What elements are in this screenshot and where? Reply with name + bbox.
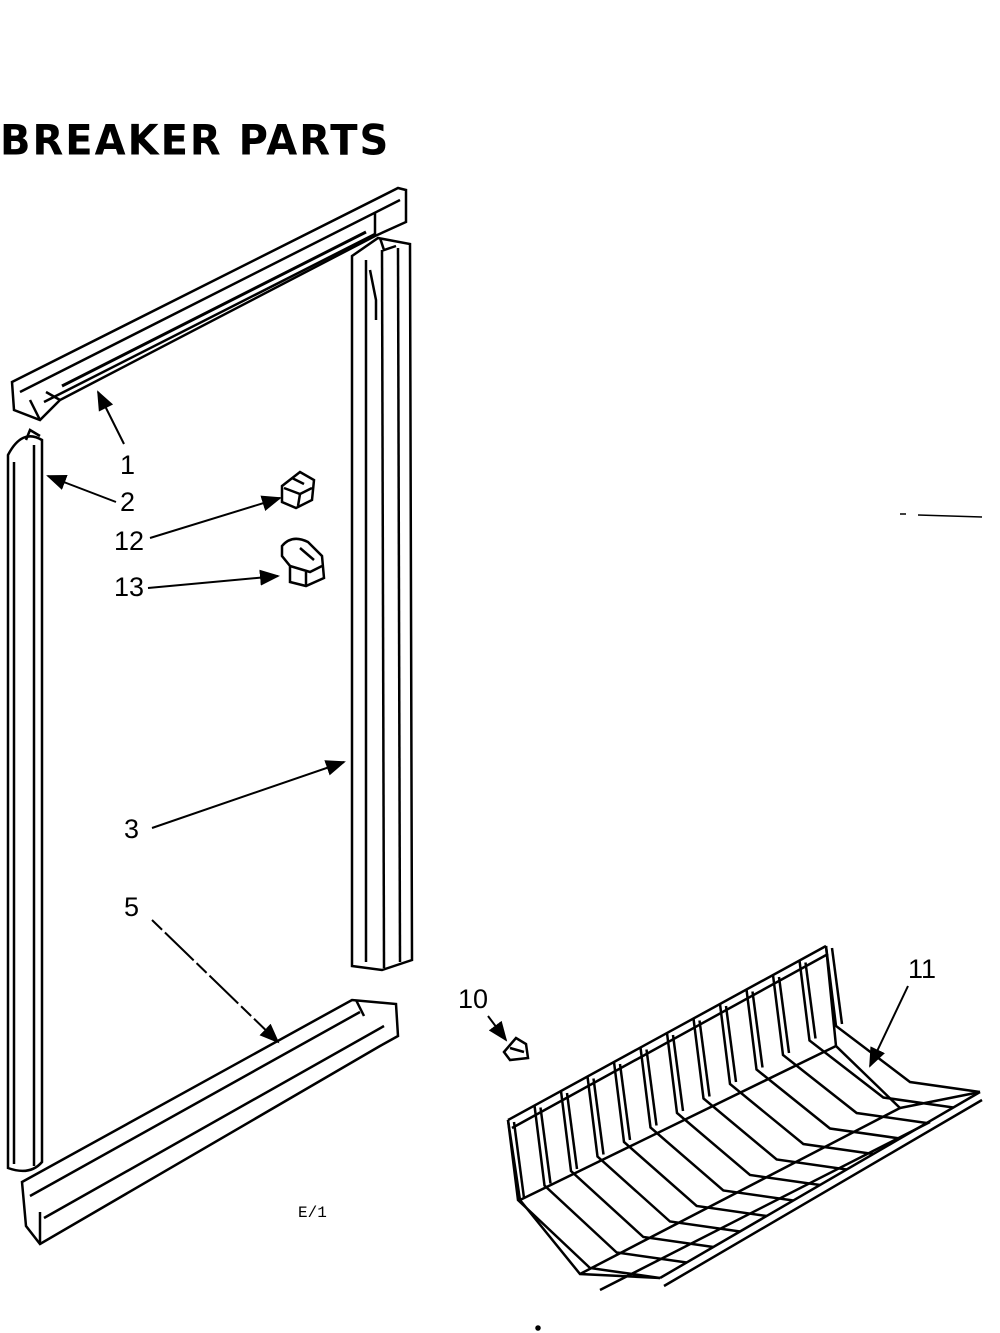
part-clip-13 — [280, 537, 326, 588]
callout-1: 1 — [120, 450, 136, 480]
basket-wire-rib — [718, 1003, 874, 1156]
callout-3: 3 — [124, 814, 140, 844]
callout-12: 12 — [114, 526, 145, 556]
callout-5: 5 — [124, 892, 140, 922]
basket-wire-rib-edge — [592, 1078, 605, 1155]
basket-wire-rib-edge — [671, 1034, 685, 1112]
part-bottom-breaker — [20, 998, 400, 1246]
part-clip-10 — [502, 1036, 530, 1062]
basket-wire-rib — [639, 1047, 794, 1202]
basket-wire-rib-edge — [565, 1092, 579, 1170]
basket-wire-rib — [612, 1061, 767, 1218]
basket-wire-rib-edge — [512, 1121, 526, 1199]
callout-11: 11 — [908, 954, 937, 984]
basket-wire-rib-edge — [698, 1020, 711, 1097]
callout-13: 13 — [114, 572, 145, 602]
basket-wire-rib — [559, 1090, 714, 1249]
part-left-breaker — [6, 428, 44, 1173]
basket-wire-rib-edge — [724, 1005, 738, 1083]
basket-wire-rib-edge — [645, 1049, 658, 1126]
basket-wire-rib — [771, 974, 927, 1125]
part-wire-basket — [506, 944, 983, 1292]
part-clip-12 — [280, 470, 316, 510]
basket-wire-rib — [506, 1119, 661, 1280]
basket-wire-rib — [665, 1032, 821, 1187]
basket-wire-rib — [533, 1105, 687, 1264]
basket-wire-rib-edge — [539, 1107, 552, 1184]
basket-wire-rib-edge — [618, 1063, 632, 1141]
scan-specks — [535, 513, 983, 1331]
basket-wire-rib-edge — [751, 991, 764, 1068]
basket-wire-rib-edge — [804, 962, 817, 1039]
diagram-title: BREAKER PARTS — [0, 116, 391, 166]
basket-wire-rib-edge — [777, 976, 791, 1054]
basket-wire-rib — [586, 1076, 741, 1233]
leader-lines — [46, 390, 909, 1068]
callout-2: 2 — [120, 487, 136, 517]
basket-wire-rib — [798, 960, 954, 1109]
part-top-breaker — [10, 186, 408, 422]
basket-wire-rib-edge — [830, 947, 844, 1025]
part-right-breaker — [350, 236, 414, 972]
basket-wire-rib — [692, 1018, 847, 1171]
basket-wire-rib — [745, 989, 901, 1140]
callout-10: 10 — [458, 984, 489, 1014]
figure-code: E/1 — [298, 1204, 327, 1222]
